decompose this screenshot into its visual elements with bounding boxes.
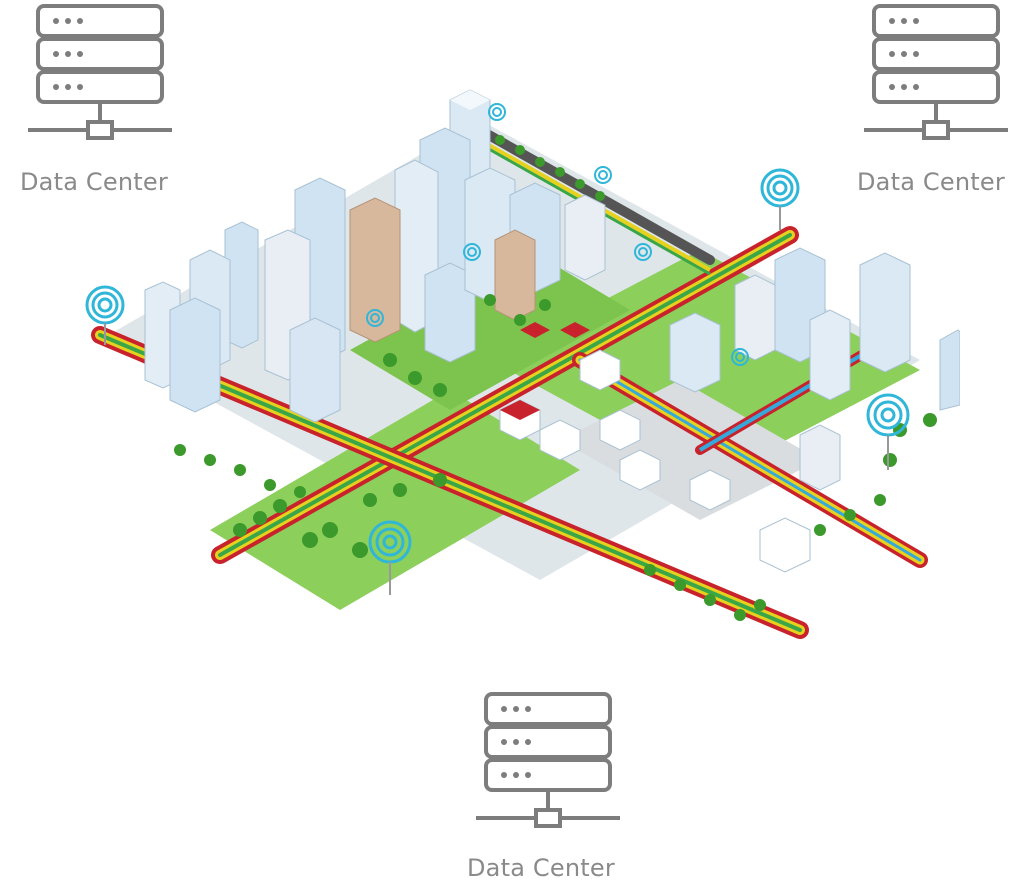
server-rack-icon — [864, 4, 1008, 140]
data-center-bottom: Data Center — [467, 688, 630, 882]
data-center-top-right: Data Center — [857, 0, 1020, 196]
smart-city-illustration — [85, 89, 960, 639]
buildings — [144, 89, 960, 573]
server-rack-icon — [28, 4, 172, 140]
data-center-label: Data Center — [857, 168, 1005, 196]
wireless-signal-icons — [85, 103, 910, 595]
data-center-top-left: Data Center — [20, 0, 180, 196]
data-center-label: Data Center — [467, 854, 615, 882]
server-rack-icon — [476, 692, 620, 828]
data-center-label: Data Center — [20, 168, 168, 196]
